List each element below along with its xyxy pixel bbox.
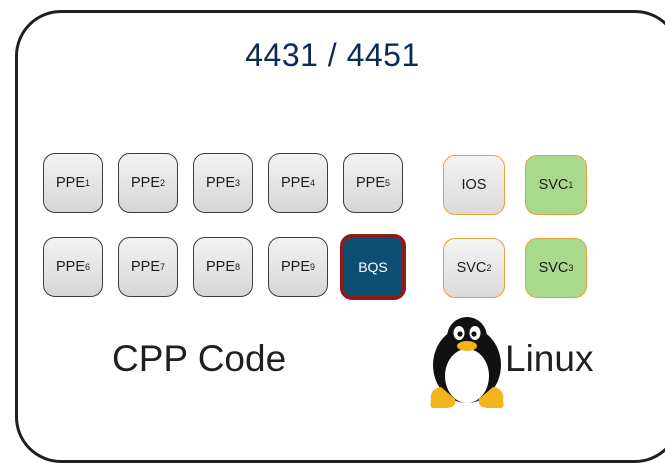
ppe-chip-label: PPE [280,259,310,275]
ppe-chip-sub: 1 [85,178,91,188]
ppe-chip-label: PPE [280,175,310,191]
ppe-chip-sub: 2 [160,178,166,188]
ppe-chip-label: PPE [130,259,160,275]
ppe-chip-sub: 7 [160,262,166,272]
ppe-chip-label: PPE [55,259,85,275]
svc-chip-sub: 2 [486,263,492,273]
svc-chip-label: SVC [538,177,569,193]
ppe-chip-label: PPE [130,175,160,191]
ppe-chip-sub: 6 [85,262,91,272]
svc-chip-sub: 1 [568,180,574,190]
svc-chip-label: SVC [456,260,487,276]
ppe-chip-sub: 8 [235,262,241,272]
cpp-code-label: CPP Code [112,338,287,379]
ios-label: IOS [461,177,487,193]
ppe-chip-sub: 4 [310,178,316,188]
svc-chip-label: SVC [538,260,569,276]
bqs-chip: BQS [340,234,406,300]
ppe-chip-label: PPE [205,175,235,191]
platform-frame [15,10,665,463]
ppe-chip-label: PPE [55,175,85,191]
ppe-chip-label: PPE [205,259,235,275]
platform-title: 4431 / 4451 [245,37,420,73]
ppe-chip-sub: 5 [385,178,391,188]
tux-penguin-icon [430,317,504,408]
ppe-chip-label: PPE [355,175,385,191]
linux-label: Linux [505,338,594,379]
ppe-chip-sub: 9 [310,262,316,272]
ios-chip: IOS [443,155,505,215]
ppe-chip-sub: 3 [235,178,241,188]
svc-chip-sub: 3 [568,263,574,273]
bqs-label: BQS [358,259,388,275]
